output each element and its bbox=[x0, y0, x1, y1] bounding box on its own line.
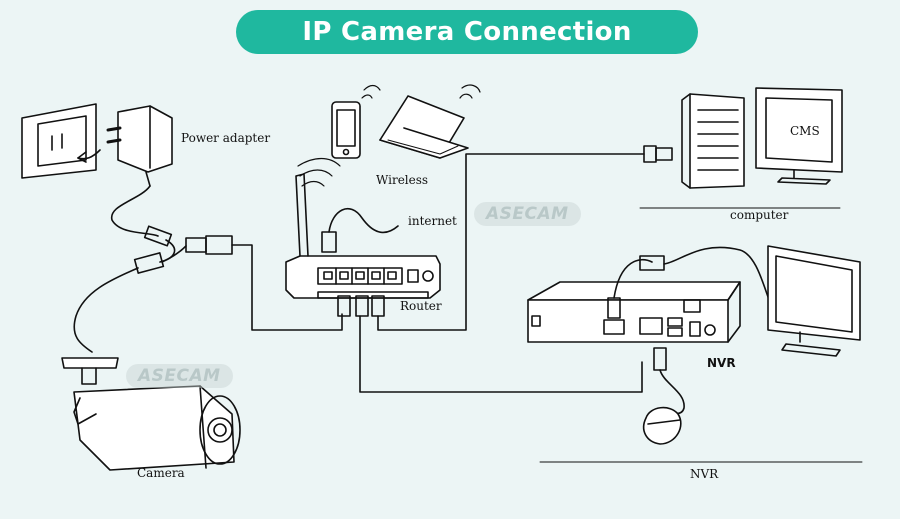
cms-label: CMS bbox=[790, 124, 820, 138]
computer-tower-icon bbox=[681, 93, 745, 189]
internet-label: internet bbox=[408, 214, 457, 228]
watermark-logo: ASECAM bbox=[126, 364, 233, 388]
monitor-icon bbox=[767, 245, 861, 357]
nvr-section-label: NVR bbox=[690, 467, 719, 481]
router-icon bbox=[285, 173, 441, 317]
camera-icon bbox=[61, 357, 241, 471]
router-label: Router bbox=[400, 299, 442, 313]
camera-label: Camera bbox=[137, 466, 185, 480]
nvr-device-label: NVR bbox=[707, 356, 736, 370]
monitor-icon bbox=[755, 87, 843, 185]
laptop-icon bbox=[379, 84, 481, 159]
power-adapter-label: Power adapter bbox=[181, 131, 271, 145]
power-adapter-icon bbox=[77, 105, 173, 187]
watermark-logo: ASECAM bbox=[474, 202, 581, 226]
mouse-icon bbox=[642, 347, 685, 445]
phone-icon bbox=[331, 84, 381, 159]
wall-socket-icon bbox=[21, 103, 97, 179]
nvr-icon bbox=[527, 281, 741, 343]
computer-label: computer bbox=[730, 208, 789, 222]
page-title: IP Camera Connection bbox=[236, 10, 698, 54]
wireless-label: Wireless bbox=[376, 173, 429, 187]
